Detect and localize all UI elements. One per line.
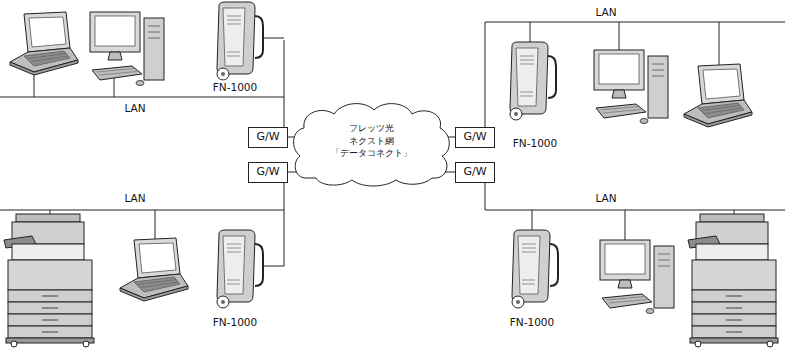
lan-wire <box>485 183 486 210</box>
gateway-label: G/W <box>463 130 486 144</box>
lan-wire <box>532 210 533 230</box>
lan-wire <box>485 210 785 211</box>
lan-wire <box>284 183 285 266</box>
part-label: FN-1000 <box>212 81 258 94</box>
gateway-label: G/W <box>256 165 279 179</box>
part-label: FN-1000 <box>509 316 555 329</box>
lan-wire <box>734 210 735 214</box>
part-label: LAN <box>594 6 617 19</box>
fn-1000-device-icon <box>217 2 263 80</box>
lan-wire <box>619 22 620 50</box>
lan-wire <box>0 210 284 211</box>
lan-wire <box>0 97 284 98</box>
copier-icon <box>4 214 94 347</box>
part-label: FN-1000 <box>212 316 258 329</box>
gateway-box: G/W <box>248 162 288 183</box>
lan-wire <box>50 210 51 214</box>
desktop-pc-icon <box>600 240 674 314</box>
gateway-box: G/W <box>248 127 288 148</box>
lan-wire <box>114 78 115 97</box>
network-cloud: フレッツ光 ネクスト網 「データコネクト」 <box>292 100 450 184</box>
part-label: FN-1000 <box>512 137 558 150</box>
lan-wire <box>625 210 626 240</box>
gateway-label: G/W <box>256 130 279 144</box>
part-label: LAN <box>594 192 617 205</box>
gateway-box: G/W <box>455 127 495 148</box>
network-name: フレッツ光 ネクスト網 「データコネクト」 <box>331 122 412 162</box>
lan-wire <box>284 40 285 127</box>
lan-wire <box>485 22 486 127</box>
fn-1000-device-icon <box>217 230 263 308</box>
lan-wire <box>719 22 720 65</box>
desktop-pc-icon <box>90 12 164 86</box>
copier-icon <box>688 214 778 347</box>
gateway-label: G/W <box>463 165 486 179</box>
lan-wire <box>530 22 531 42</box>
fn-1000-device-icon <box>512 230 558 308</box>
laptop-icon <box>120 238 188 301</box>
fn-1000-device-icon <box>510 42 556 120</box>
gateway-box: G/W <box>455 162 495 183</box>
laptop-icon <box>684 64 752 127</box>
lan-wire <box>34 75 35 97</box>
part-label: LAN <box>123 102 146 115</box>
desktop-pc-icon <box>594 50 668 124</box>
lan-wire <box>155 210 156 239</box>
cloud-outline <box>294 104 450 186</box>
laptop-icon <box>10 12 78 75</box>
lan-wire <box>262 266 284 267</box>
part-label: LAN <box>123 192 146 205</box>
lan-wire <box>262 38 284 39</box>
